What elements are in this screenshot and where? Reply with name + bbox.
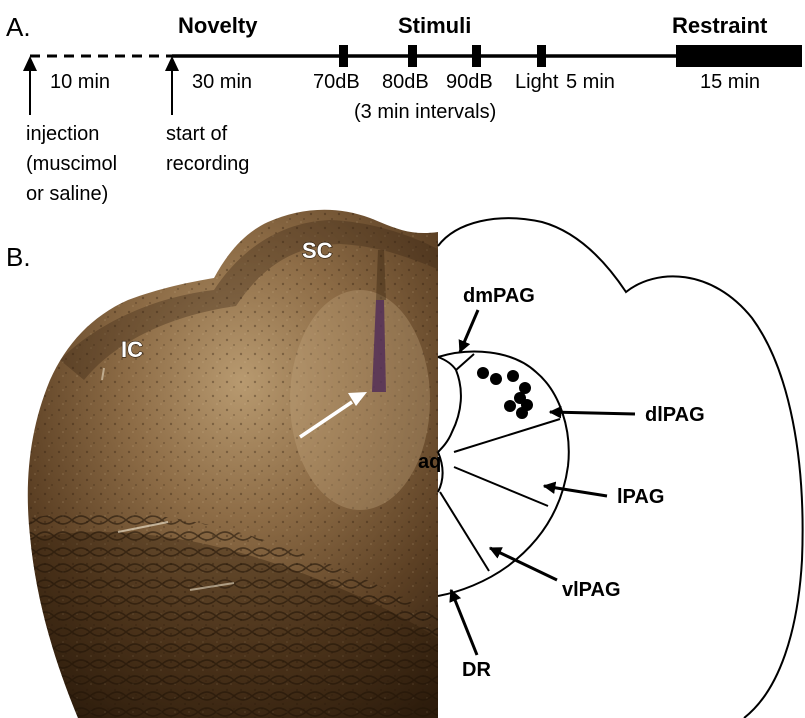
recording-caption-line1: start of bbox=[166, 123, 228, 145]
pag-outline bbox=[438, 352, 569, 596]
label-aq: aq bbox=[418, 451, 441, 473]
label-dr: DR bbox=[462, 659, 491, 681]
aqueduct-outline bbox=[438, 357, 461, 452]
stimulus-label-80db: 80dB bbox=[382, 71, 429, 93]
stimulus-tick-light bbox=[537, 45, 546, 67]
label-lpag: lPAG bbox=[617, 486, 664, 508]
boundary-l-vl bbox=[454, 467, 548, 506]
label-dmpag: dmPAG bbox=[463, 285, 535, 307]
stimulus-label-70db: 70dB bbox=[313, 71, 360, 93]
boundary-dm-dl bbox=[456, 354, 474, 370]
injection-caption-line1: injection bbox=[26, 123, 99, 145]
histology-section bbox=[0, 200, 440, 718]
label-dlpag: dlPAG bbox=[645, 404, 705, 426]
duration-30min: 30 min bbox=[192, 71, 252, 93]
boundary-vl-dr bbox=[440, 492, 489, 571]
panel-b: B. SC IC bbox=[0, 200, 803, 718]
arrow-dr bbox=[451, 590, 477, 655]
boundary-dl-l bbox=[454, 419, 560, 452]
duration-15min: 15 min bbox=[700, 71, 760, 93]
stimulus-tick-80db bbox=[408, 45, 417, 67]
stimulus-tick-90db bbox=[472, 45, 481, 67]
label-ic: IC bbox=[121, 337, 143, 362]
duration-10min: 10 min bbox=[50, 71, 110, 93]
recording-caption-line2: recording bbox=[166, 153, 249, 175]
stimulus-label-90db: 90dB bbox=[446, 71, 493, 93]
panel-b-letter: B. bbox=[6, 242, 31, 272]
phase-stimuli-label: Stimuli bbox=[398, 13, 471, 38]
arrow-dmpag bbox=[460, 310, 478, 352]
label-sc: SC bbox=[302, 238, 333, 263]
arrow-lpag bbox=[544, 486, 607, 496]
recording-arrow bbox=[165, 56, 179, 115]
phase-restraint-label: Restraint bbox=[672, 13, 768, 38]
label-vlpag: vlPAG bbox=[562, 579, 621, 601]
interval-note: (3 min intervals) bbox=[354, 101, 496, 123]
injection-caption-line3: or saline) bbox=[26, 183, 108, 205]
duration-5min: 5 min bbox=[566, 71, 615, 93]
panel-a: A. Novelty Stimuli Restraint 10 min 30 m… bbox=[6, 12, 802, 205]
restraint-bar bbox=[676, 45, 802, 67]
stimulus-label-light: Light bbox=[515, 71, 559, 93]
arrow-dlpag bbox=[550, 412, 635, 414]
injection-arrow bbox=[23, 56, 37, 115]
injection-caption-line2: (muscimol bbox=[26, 153, 117, 175]
injection-site-dots bbox=[477, 367, 533, 419]
phase-novelty-label: Novelty bbox=[178, 13, 258, 38]
stimulus-tick-70db bbox=[339, 45, 348, 67]
panel-a-letter: A. bbox=[6, 12, 31, 42]
